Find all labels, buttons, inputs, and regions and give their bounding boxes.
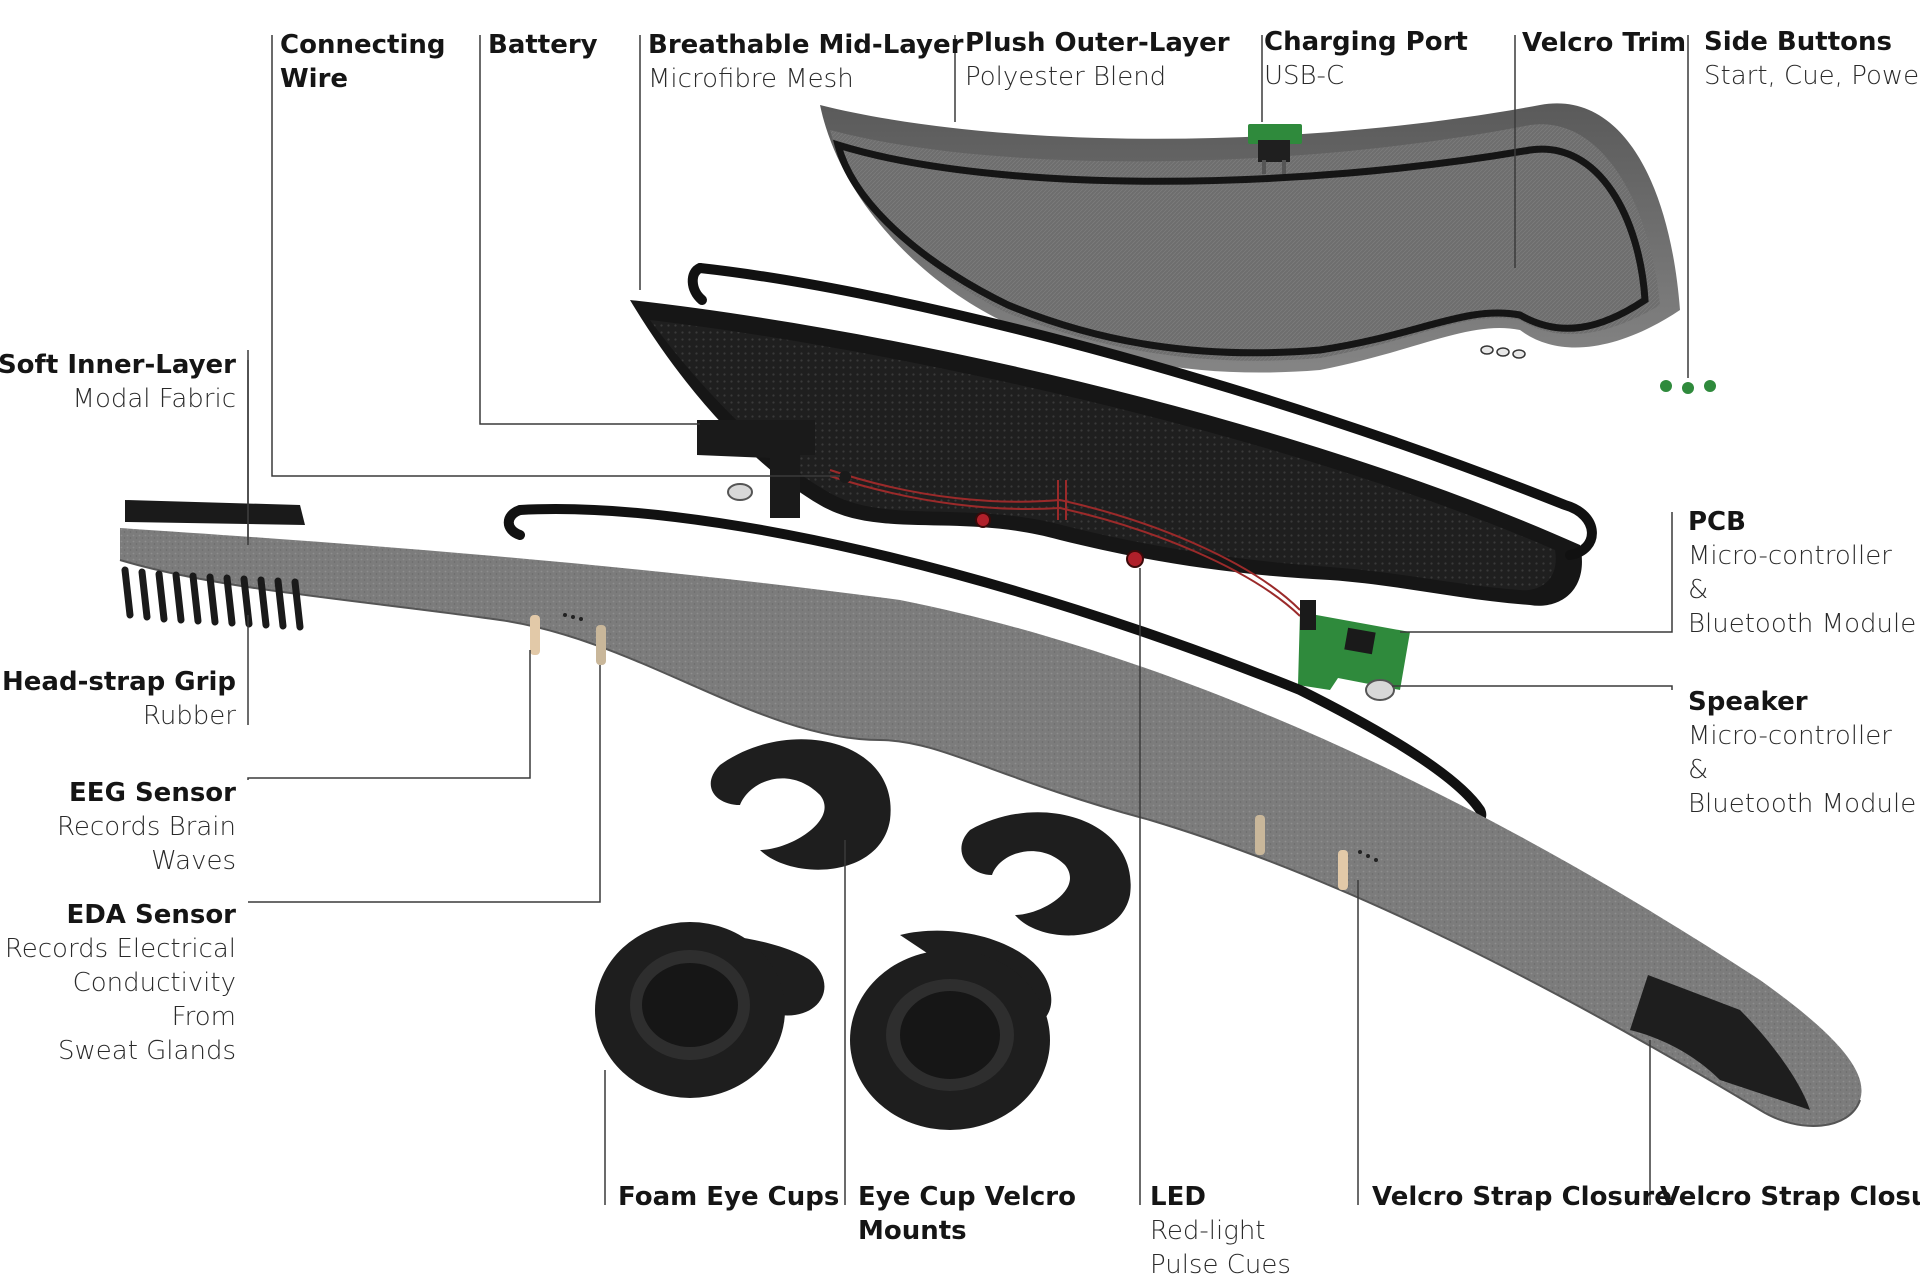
label-velcro-trim: Velcro Trim xyxy=(1522,28,1687,58)
label-side-buttons: Side Buttons Start, Cue, Power xyxy=(1704,27,1920,91)
pcb-board xyxy=(1298,600,1410,690)
battery xyxy=(697,420,815,518)
label-speaker: Speaker Micro-controller & Bluetooth Mod… xyxy=(1688,687,1917,819)
breathable-mid-layer xyxy=(630,263,1597,606)
speaker-left xyxy=(727,483,753,501)
eeg-sensor-pins xyxy=(530,615,1348,890)
sensor-dots xyxy=(563,613,1378,862)
side-button-holes xyxy=(1480,345,1526,359)
label-velcro-strap-closure-1: Velcro Strap Closure xyxy=(1372,1182,1672,1212)
connecting-wire xyxy=(829,469,1301,617)
label-mid-layer: Breathable Mid-Layer Microfibre Mesh xyxy=(648,30,964,94)
label-head-strap-grip: Head-strap Grip Rubber xyxy=(2,667,236,731)
plush-outer-layer xyxy=(820,103,1680,373)
eye-cup-velcro-mounts xyxy=(710,739,1131,936)
label-eeg-sensor: EEG Sensor Records Brain Waves xyxy=(57,778,236,876)
label-pcb: PCB Micro-controller & Bluetooth Module xyxy=(1688,507,1917,639)
label-led: LED Red-light Pulse Cues xyxy=(1150,1182,1291,1280)
label-battery: Battery xyxy=(488,30,598,60)
speaker-right xyxy=(1365,679,1395,701)
led-markers xyxy=(975,512,1144,568)
side-buttons xyxy=(1660,380,1716,394)
label-foam-eye-cups: Foam Eye Cups xyxy=(618,1182,840,1212)
label-eda-sensor: EDA Sensor Records Electrical Conductivi… xyxy=(4,900,236,1066)
inner-frame-loop-left xyxy=(503,505,525,540)
inner-frame-loop xyxy=(515,504,1487,827)
label-connecting-wire: Connecting Wire xyxy=(280,30,446,94)
label-soft-inner-layer: Soft Inner-Layer Modal Fabric xyxy=(0,350,236,414)
head-strap-grip xyxy=(121,500,305,631)
label-velcro-strap-closure-2: Velcro Strap Closure xyxy=(1660,1182,1920,1212)
label-eye-cup-velcro-mounts: Eye Cup Velcro Mounts xyxy=(858,1182,1076,1246)
velcro-trim xyxy=(833,139,1649,357)
label-charging-port: Charging Port USB-C xyxy=(1264,27,1468,91)
connector-node xyxy=(839,471,851,483)
velcro-strap-patch xyxy=(1630,975,1810,1110)
foam-eye-cups xyxy=(595,922,1052,1130)
leader-lines xyxy=(247,35,1689,1205)
label-outer-layer: Plush Outer-Layer Polyester Blend xyxy=(965,28,1230,92)
charging-port xyxy=(1248,124,1302,174)
